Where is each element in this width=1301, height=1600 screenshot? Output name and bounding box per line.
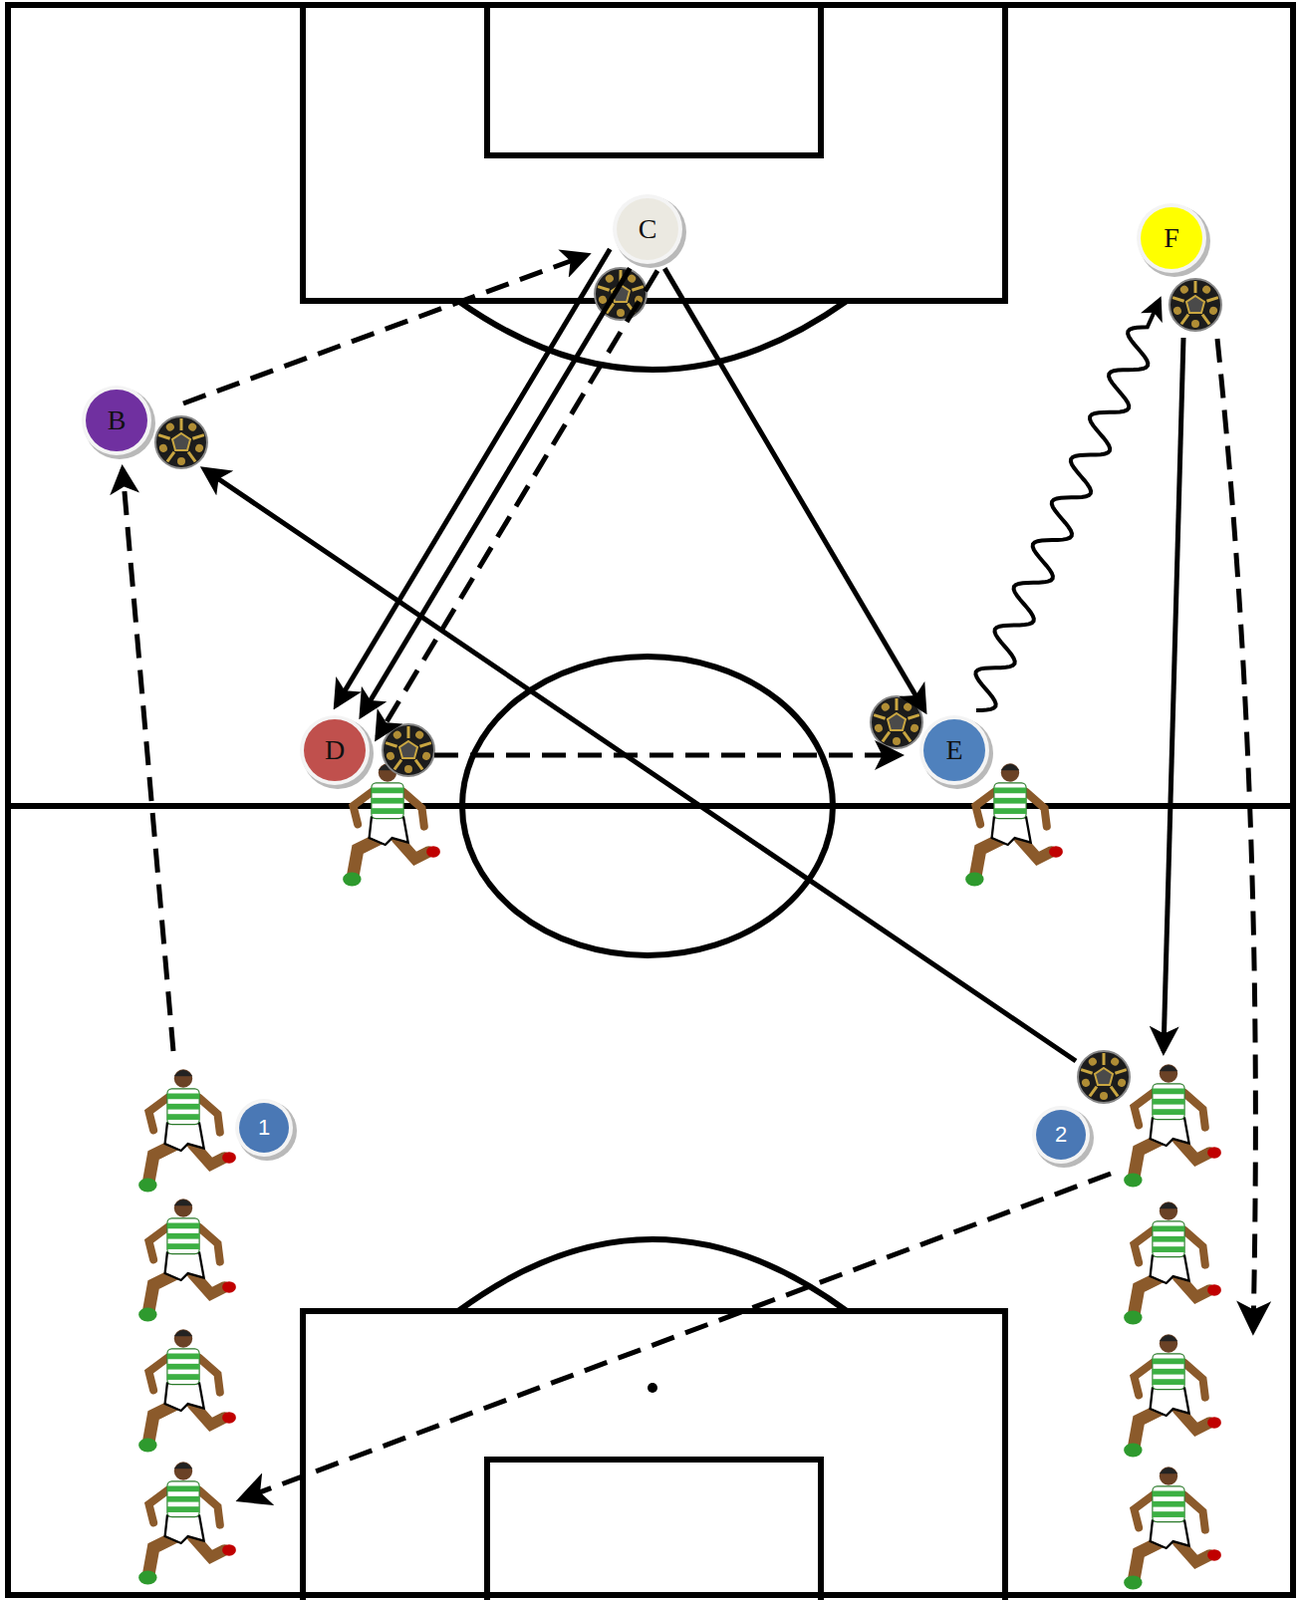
pass-arrow <box>664 267 925 711</box>
player-figure <box>138 1328 237 1452</box>
player-figure <box>965 763 1063 886</box>
run-arrow <box>122 469 174 1051</box>
marker-letter: 1 <box>258 1115 270 1140</box>
run-path <box>241 1173 1111 1500</box>
penalty-spot <box>647 1382 658 1393</box>
ball <box>1077 1050 1130 1103</box>
player-figure <box>1123 1466 1222 1589</box>
goal-area <box>487 4 821 156</box>
station-marker: E <box>918 714 991 786</box>
pass-arrow <box>1163 337 1184 1051</box>
ball <box>870 696 923 749</box>
penalty-area <box>302 1310 1006 1600</box>
station-marker: C <box>611 193 684 265</box>
pass-arrow <box>335 249 610 706</box>
player-figure <box>138 1068 237 1192</box>
station-marker: 1 <box>234 1097 294 1158</box>
penalty-arc <box>458 300 847 370</box>
goal-area <box>487 1459 821 1600</box>
marker-letter: D <box>324 735 345 767</box>
run-arrow <box>377 270 658 739</box>
station-marker: 2 <box>1031 1104 1091 1165</box>
marker-letter: B <box>107 405 127 437</box>
penalty-area <box>302 4 1006 301</box>
pass-arrow <box>204 469 1076 1061</box>
pitch-border <box>7 4 1294 1595</box>
centre-circle <box>462 656 833 956</box>
ball <box>382 724 435 777</box>
station-marker: D <box>298 714 371 786</box>
marker-letter: F <box>1163 223 1180 255</box>
player-figure <box>1123 1333 1222 1457</box>
pass-arrow <box>361 267 630 716</box>
dribble-arrow <box>975 299 1160 711</box>
penalty-arc <box>458 1239 847 1311</box>
ball <box>155 416 208 469</box>
ball <box>1169 278 1222 331</box>
station-marker: B <box>80 384 153 457</box>
player-figure <box>138 1198 237 1321</box>
player-figure <box>138 1461 237 1584</box>
marker-letter: 2 <box>1054 1122 1067 1147</box>
halfway-line <box>7 802 1294 809</box>
run-path <box>1217 338 1256 1330</box>
run-arrow <box>434 753 900 759</box>
marker-letter: E <box>945 735 963 767</box>
player-figure <box>1123 1201 1222 1324</box>
run-arrow <box>183 255 587 404</box>
station-marker: F <box>1135 202 1208 274</box>
marker-letter: C <box>638 214 658 246</box>
player-figure <box>1123 1063 1222 1187</box>
